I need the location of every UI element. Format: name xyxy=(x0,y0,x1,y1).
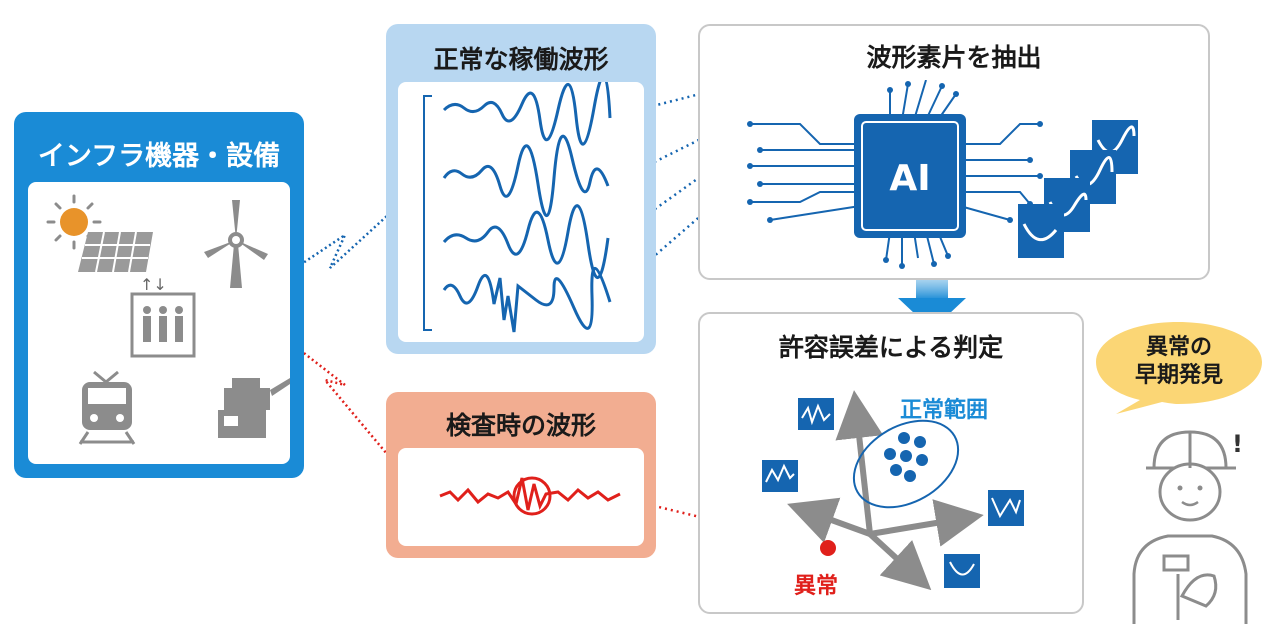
normal-wave-2 xyxy=(442,134,610,217)
wind-turbine-icon xyxy=(204,200,268,288)
signal-line-normal xyxy=(299,214,389,269)
normal-waveforms-area xyxy=(398,74,644,342)
normal-wave-1 xyxy=(442,74,612,146)
speech-bubble-text: 異常の 早期発見 xyxy=(1104,334,1254,390)
anomaly-highlight-circle xyxy=(512,476,552,516)
anomaly-point xyxy=(820,540,836,556)
anomaly-label: 異常 xyxy=(794,574,839,599)
feature-axes xyxy=(787,390,984,591)
inspection-waveform-area xyxy=(398,448,644,546)
inspection-waveform-panel: 検査時の波形 xyxy=(386,392,656,558)
train-icon xyxy=(78,370,136,445)
elevator-icon: ↑↓ xyxy=(130,275,196,358)
extract-title: 波形素片を抽出 xyxy=(866,43,1042,72)
arrow-anomaly xyxy=(629,498,820,552)
arrow-wave-4 xyxy=(605,182,739,299)
normal-wave-4 xyxy=(442,267,612,333)
machine-icon xyxy=(218,378,290,438)
waveform-segment-icon xyxy=(762,398,1024,588)
waveform-segment-icon xyxy=(1018,120,1138,258)
bubble-line-2: 早期発見 xyxy=(1134,363,1223,388)
infra-icons-area: ↑↓ xyxy=(28,182,290,464)
ai-chip-label: AI xyxy=(889,158,930,199)
normal-cluster-points xyxy=(884,432,928,482)
inspection-wave xyxy=(439,477,621,511)
normal-wave-3 xyxy=(442,204,610,279)
ai-chip-icon xyxy=(854,114,966,238)
svg-text:↑↓: ↑↓ xyxy=(140,275,167,294)
speech-bubble xyxy=(1096,322,1262,414)
worker-icon: ! xyxy=(1132,430,1248,624)
bubble-line-1: 異常の xyxy=(1145,335,1212,360)
normal-range-label: 正常範囲 xyxy=(900,398,989,423)
infra-title: インフラ機器・設備 xyxy=(37,141,281,172)
normal-title: 正常な稼働波形 xyxy=(433,45,609,74)
signal-line-inspect xyxy=(299,349,393,461)
solar-panel-icon xyxy=(78,231,153,273)
normal-range-ellipse xyxy=(852,419,960,509)
circuit-nodes xyxy=(747,81,1043,269)
inspect-title: 検査時の波形 xyxy=(445,411,596,440)
judgement-panel: 許容誤差による判定 正常範囲 異常 xyxy=(698,312,1084,614)
judge-title: 許容誤差による判定 xyxy=(778,333,1004,362)
waveform-bracket xyxy=(423,95,432,331)
svg-text:!: ! xyxy=(1232,430,1243,458)
normal-waveform-panel: 正常な稼働波形 xyxy=(386,24,656,354)
infra-panel: インフラ機器・設備 xyxy=(14,112,304,478)
arrow-wave-1 xyxy=(605,79,740,120)
feature-space-plot xyxy=(762,390,1024,591)
extraction-panel: 波形素片を抽出 AI xyxy=(698,24,1210,280)
ai-illustration: AI xyxy=(747,80,1138,269)
